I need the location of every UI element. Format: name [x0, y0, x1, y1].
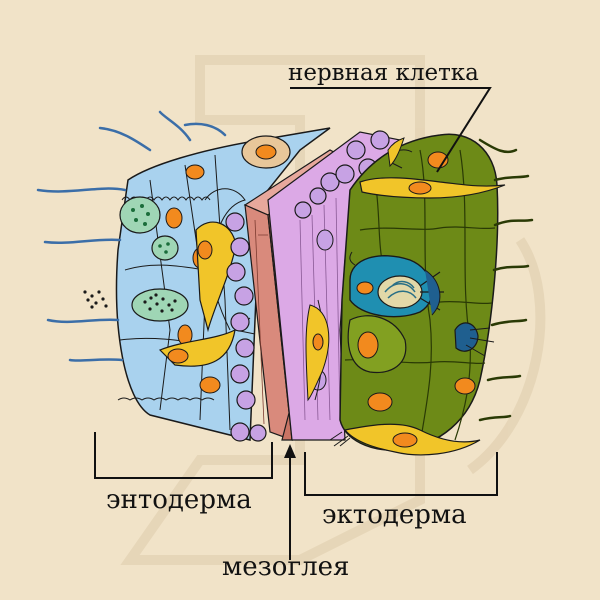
endoderm-bracket — [94, 432, 273, 479]
ectoderm-label: эктодерма — [322, 500, 467, 530]
nerve-cell-leader — [290, 87, 492, 173]
endoderm-layer — [36, 110, 331, 442]
gland-cell — [131, 288, 189, 322]
stinging-cell — [454, 322, 495, 357]
ectoderm-layer — [305, 133, 534, 456]
digestive-cell — [119, 196, 161, 234]
endoderm-label: энтодерма — [106, 485, 252, 515]
digestive-cell — [151, 235, 179, 261]
nerve-cell-label: нервная клетка — [288, 60, 479, 86]
interstitial-cells — [225, 212, 267, 442]
food-particles — [83, 290, 108, 309]
mesoglea-pointer — [284, 444, 296, 560]
ectoderm-bracket — [304, 452, 498, 496]
stinging-cell — [349, 251, 444, 318]
nerve-cell — [359, 177, 506, 199]
mesoglea-label: мезоглея — [222, 552, 350, 582]
